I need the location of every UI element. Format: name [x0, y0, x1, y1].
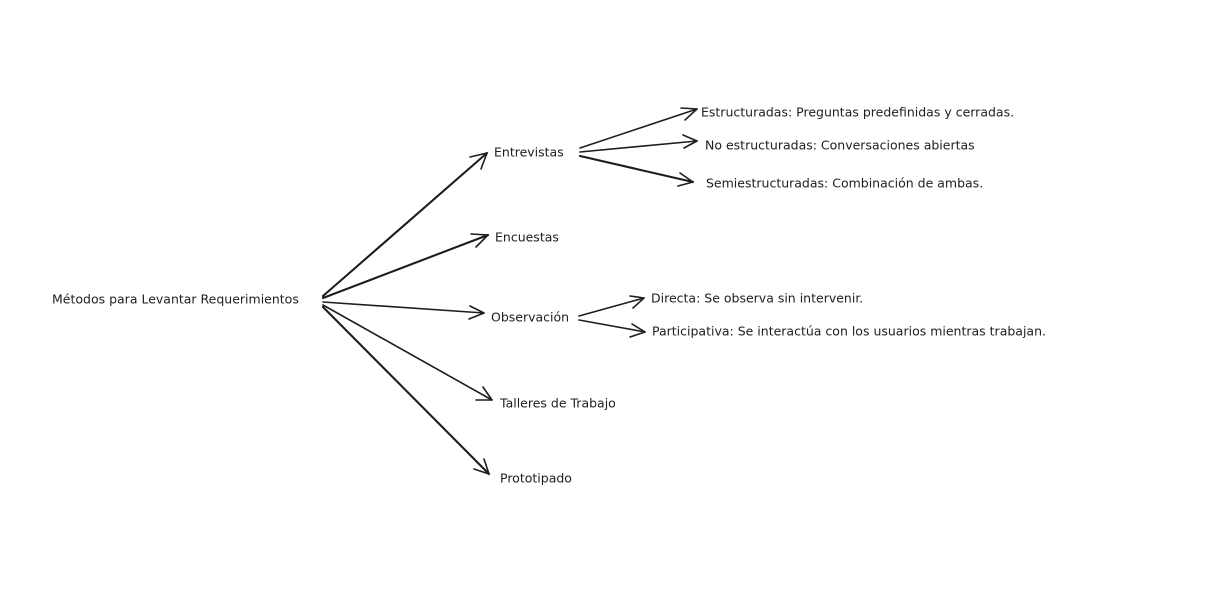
node-semiestructuradas: Semiestructuradas: Combinación de ambas. — [706, 176, 983, 191]
edge-root-observacion — [322, 301, 485, 314]
node-no-estructuradas: No estructuradas: Conversaciones abierta… — [705, 138, 975, 153]
edge-root-prototipado — [321, 305, 491, 476]
arrow-head-talleres — [475, 386, 493, 401]
node-directa: Directa: Se observa sin intervenir. — [651, 291, 863, 306]
arrow-head-estructuradas — [680, 107, 698, 121]
arrow-head-encuestas — [470, 233, 489, 248]
edge-entrevistas-estructuradas — [579, 108, 698, 149]
edge-entrevistas-semiestructuradas — [578, 154, 695, 184]
node-estructuradas: Estructuradas: Preguntas predefinidas y … — [701, 105, 1014, 120]
edge-root-talleres — [322, 304, 493, 401]
edge-root-entrevistas — [321, 151, 489, 298]
node-talleres: Talleres de Trabajo — [499, 396, 616, 411]
arrow-head-directa — [629, 295, 645, 309]
node-entrevistas: Entrevistas — [494, 145, 564, 160]
arrow-head-no-estructuradas — [682, 134, 698, 149]
arrow-head-participativa — [629, 323, 646, 338]
node-observacion: Observación — [491, 310, 569, 325]
arrow-head-entrevistas — [469, 152, 488, 170]
node-encuestas: Encuestas — [495, 230, 559, 245]
arrow-head-observacion — [468, 305, 485, 320]
arrow-head-prototipado — [473, 458, 490, 475]
edge-observacion-directa — [578, 297, 645, 317]
edge-entrevistas-no-estructuradas — [579, 140, 698, 153]
root-node-label: Métodos para Levantar Requerimientos — [52, 292, 299, 307]
node-prototipado: Prototipado — [500, 471, 572, 486]
node-participativa: Participativa: Se interactúa con los usu… — [652, 324, 1046, 339]
arrow-head-semiestructuradas — [677, 172, 694, 187]
edge-root-encuestas — [321, 233, 490, 300]
edge-observacion-participativa — [578, 319, 646, 333]
